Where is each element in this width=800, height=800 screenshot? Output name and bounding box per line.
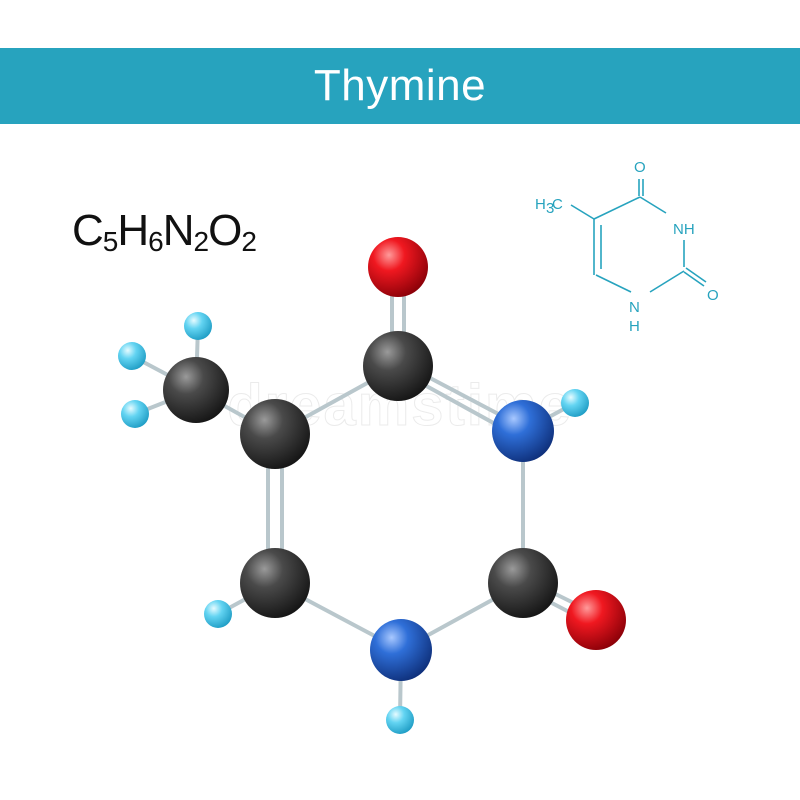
skeletal-nh-bottom-h: H bbox=[629, 318, 640, 335]
formula-count-n: 2 bbox=[193, 226, 210, 257]
atom-hydrogen bbox=[386, 706, 414, 734]
skeletal-nh-right: NH bbox=[673, 221, 695, 238]
formula-count-o: 2 bbox=[241, 226, 257, 257]
skeletal-methyl-sub: 3 bbox=[546, 200, 554, 217]
skeletal-methyl-h: H bbox=[535, 196, 546, 213]
skeletal-o-right: O bbox=[707, 287, 719, 304]
molecule-atoms bbox=[118, 237, 626, 734]
formula-element-c: C bbox=[72, 206, 104, 255]
skeletal-nh-bottom-n: N bbox=[629, 299, 640, 316]
formula-element-h: H bbox=[117, 206, 149, 255]
title-text: Thymine bbox=[313, 61, 487, 110]
atom-oxygen bbox=[566, 590, 626, 650]
atom-carbon bbox=[240, 399, 310, 469]
formula-count-c: 5 bbox=[102, 226, 119, 257]
skeletal-bonds bbox=[570, 179, 707, 293]
atom-carbon bbox=[240, 548, 310, 618]
formula-count-h: 6 bbox=[148, 226, 164, 257]
atom-hydrogen bbox=[118, 342, 146, 370]
atom-hydrogen bbox=[121, 400, 149, 428]
atom-hydrogen bbox=[204, 600, 232, 628]
atom-carbon bbox=[488, 548, 558, 618]
skeletal-methyl-c: C bbox=[552, 196, 563, 213]
skeletal-formula: H 3 C O NH O N H bbox=[535, 159, 719, 335]
atom-nitrogen bbox=[492, 400, 554, 462]
atom-oxygen bbox=[368, 237, 428, 297]
formula-element-o: O bbox=[208, 206, 242, 255]
atom-hydrogen bbox=[184, 312, 212, 340]
atom-nitrogen bbox=[370, 619, 432, 681]
skeletal-o-top: O bbox=[634, 159, 646, 176]
molecular-formula: C5H6N2O2 bbox=[72, 206, 257, 257]
formula-element-n: N bbox=[162, 206, 195, 255]
atom-carbon-methyl bbox=[163, 357, 229, 423]
atom-hydrogen bbox=[561, 389, 589, 417]
title-banner: Thymine bbox=[0, 48, 800, 124]
atom-carbon bbox=[363, 331, 433, 401]
